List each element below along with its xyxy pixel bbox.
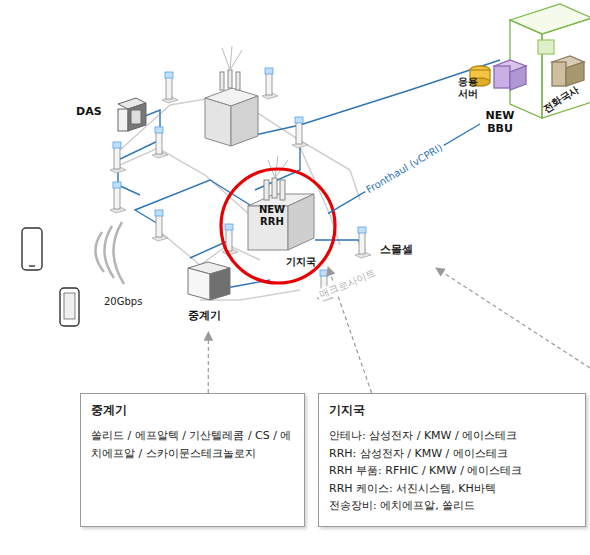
rrh-site: NEW RRH 기지국 xyxy=(244,186,328,278)
supplier-box: 중계기쏠리드 / 에프알텍 / 기산텔레콤 / CS / 에치에프알 / 스카이… xyxy=(80,393,305,527)
macro-cube xyxy=(205,46,258,146)
connector xyxy=(208,332,209,393)
radio-waves xyxy=(95,222,124,284)
smallcell-label: 스몰셀 xyxy=(380,244,413,257)
das-box xyxy=(118,98,146,131)
box-heading: 기지국 xyxy=(329,402,575,419)
box-body: 전송장비: 에치에프알, 쏠리드 xyxy=(329,497,575,515)
repeater-unit: 중계기 xyxy=(176,254,248,332)
highlight-circle xyxy=(221,169,335,283)
box-body: 쏠리드 / 에프알텍 / 기산텔레콤 / CS / 에치에프알 / 스카이문스테… xyxy=(91,427,294,462)
macrosite-label: 매크로사이트 xyxy=(316,266,380,301)
node-label: 기지국 xyxy=(286,256,326,268)
node-label: NEW RRH xyxy=(248,204,296,227)
connector xyxy=(328,124,480,214)
office-cube xyxy=(470,4,590,118)
office-label: 전화국사 xyxy=(541,84,581,115)
blue-links xyxy=(118,60,500,290)
bbu-unit: NEW BBU xyxy=(480,98,540,138)
box-body: 안테나: 삼성전자 / KMW / 에이스테크 xyxy=(329,427,575,445)
pointer-arrow xyxy=(436,268,590,368)
grey-mesh xyxy=(120,95,360,300)
phones xyxy=(22,228,79,326)
das-unit: DAS xyxy=(70,100,118,128)
box-body: RRH: 삼성전자 / KMW / 에이스테크 xyxy=(329,445,575,463)
speed-label: 20Gbps xyxy=(104,296,142,308)
box-body: RRH 케이스: 서진시스템, KH바텍 xyxy=(329,480,575,498)
node-label: 중계기 xyxy=(188,310,238,323)
box-body: RRH 부품: RFHIC / KMW / 에이스테크 xyxy=(329,462,575,480)
edge-label: Fronthaul (vCPRI) xyxy=(362,141,446,197)
node-label: DAS xyxy=(76,106,112,119)
repeater-cube xyxy=(188,262,230,300)
server-label: 응용 서버 xyxy=(458,76,488,99)
box-heading: 중계기 xyxy=(91,402,294,419)
supplier-box: 기지국안테나: 삼성전자 / KMW / 에이스테크RRH: 삼성전자 / KM… xyxy=(318,393,586,527)
node-label: NEW BBU xyxy=(480,110,520,135)
